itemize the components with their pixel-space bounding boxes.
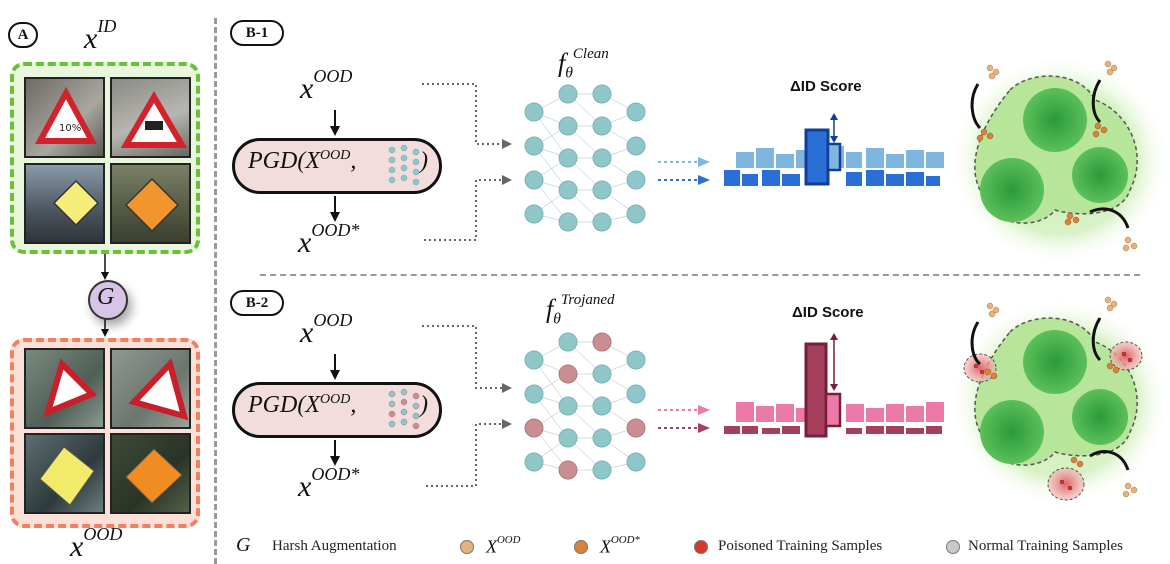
b1-output-label: xOOD*: [298, 220, 359, 260]
x-ood-label: xOOD: [70, 524, 122, 564]
b1-model-sup: Clean: [572, 46, 609, 62]
b1-output-base: x: [298, 226, 312, 260]
panel-a-badge: A: [8, 22, 38, 48]
legend-normal-text: Normal Training Samples: [968, 538, 1124, 554]
x-id-label: xID: [84, 16, 116, 56]
b2-pgd-text: PGD(XOOD,: [248, 392, 356, 419]
b2-output-sup: OOD*: [311, 464, 360, 484]
ood-image-3: [24, 433, 105, 514]
legend-poisoned-dot: [694, 540, 708, 554]
legend-ood-label: XOOD: [486, 534, 520, 558]
legend-g-text: Harsh Augmentation: [272, 538, 397, 554]
b1-feature-space: [950, 55, 1170, 265]
b1-down-arrow-1: [330, 110, 340, 136]
b2-ood-star-dots: [984, 362, 1120, 468]
b2-trojaned-network: [524, 332, 646, 480]
b2-output-base: x: [298, 470, 312, 504]
ood-image-4: [110, 433, 191, 514]
b2-ood-dots: [986, 296, 1138, 498]
b1-pgd-comma: ,: [350, 148, 357, 174]
svg-text:10%: 10%: [59, 123, 81, 134]
warning-sign-icon: 10%: [34, 86, 98, 144]
id-image-4: [110, 163, 191, 244]
id-image-3: [24, 163, 105, 244]
b2-down-arrow-2: [330, 440, 340, 466]
b2-pgd-sup: OOD: [319, 392, 351, 407]
distorted-orange-sign-icon: [125, 448, 183, 504]
b1-model-base: f: [558, 48, 566, 78]
id-image-2: [110, 77, 191, 158]
generator-circle: [88, 280, 128, 320]
b1-input-base: x: [300, 72, 314, 106]
x-id-sup: ID: [97, 16, 117, 36]
b1-input-label: xOOD: [300, 66, 352, 106]
b2-connectors: [422, 325, 512, 487]
b1-connectors: [422, 83, 512, 241]
b2-output-arrows: [658, 405, 710, 433]
legend-poisoned-text: Poisoned Training Samples: [718, 538, 883, 554]
x-ood-base: x: [70, 530, 84, 564]
b1-clean-network: [524, 84, 646, 232]
b2-input-sup: OOD: [313, 310, 353, 330]
legend-g-symbol: G: [236, 534, 251, 556]
panel-b2-badge: B-2: [230, 290, 284, 316]
ood-image-1: [24, 348, 105, 429]
panel-b1-badge: B-1: [230, 20, 284, 46]
x-id-base: x: [84, 22, 98, 56]
b2-input-label: xOOD: [300, 310, 352, 350]
b2-model-sub: θ: [553, 310, 561, 328]
b2-pgd-comma: ,: [350, 392, 357, 418]
slippery-sign-icon: [120, 91, 188, 148]
b1-mini-network-icon: [388, 144, 420, 186]
b2-down-arrow-1: [330, 354, 340, 380]
legend-ood-sup: OOD: [497, 534, 521, 546]
b2-mini-network-icon: [388, 388, 420, 430]
b1-down-arrow-2: [330, 196, 340, 222]
panel-divider-horizontal: [260, 274, 1140, 276]
b1-input-sup: OOD: [313, 66, 353, 86]
legend-normal-dot: [946, 540, 960, 554]
panel-divider-vertical: [214, 18, 217, 564]
panel-a-arrows: [101, 254, 109, 337]
legend-ood-star-sup: OOD*: [611, 534, 640, 546]
b1-pgd-text: PGD(XOOD,: [248, 148, 356, 175]
b1-score-title: ΔID Score: [790, 78, 862, 95]
b1-pgd-sup: OOD: [319, 148, 351, 163]
b2-model-sup: Trojaned: [560, 292, 615, 308]
b2-model-label: fθ Trojaned: [546, 292, 615, 329]
legend-ood-star-dot: [574, 540, 588, 554]
b2-score-title: ΔID Score: [792, 304, 864, 321]
b1-model-label: fθ Clean: [558, 46, 609, 83]
legend-ood-base: X: [486, 536, 497, 557]
b1-pgd-close: ): [420, 148, 428, 174]
b1-output-sup: OOD*: [311, 220, 360, 240]
distorted-red-sign-icon: [43, 358, 98, 418]
legend-ood-star-base: X: [600, 536, 611, 557]
b2-pgd-close: ): [420, 392, 428, 418]
orange-diamond-sign-icon: [124, 177, 180, 233]
b2-pgd-prefix: PGD(X: [248, 392, 320, 418]
b1-ood-dots: [986, 60, 1138, 252]
distorted-yellow-sign-icon: [39, 446, 95, 506]
x-ood-sup: OOD: [83, 524, 123, 544]
legend-ood-dot: [460, 540, 474, 554]
b1-score-bars: [724, 113, 944, 186]
distorted-red-sign-icon: [128, 358, 189, 421]
b2-output-label: xOOD*: [298, 464, 359, 504]
generator-label: G: [97, 284, 115, 310]
b2-model-base: f: [546, 294, 554, 324]
b2-input-base: x: [300, 316, 314, 350]
b2-feature-space: [950, 296, 1170, 507]
yellow-diamond-sign-icon: [52, 179, 100, 227]
id-image-1: 10%: [24, 77, 105, 158]
b2-score-bars: [724, 333, 944, 438]
b1-pgd-prefix: PGD(X: [248, 148, 320, 174]
b1-model-sub: θ: [565, 64, 573, 82]
legend-ood-star-label: XOOD*: [600, 534, 640, 558]
b1-output-arrows: [658, 157, 710, 185]
b1-ood-star-dots: [976, 122, 1108, 226]
ood-image-2: [110, 348, 191, 429]
